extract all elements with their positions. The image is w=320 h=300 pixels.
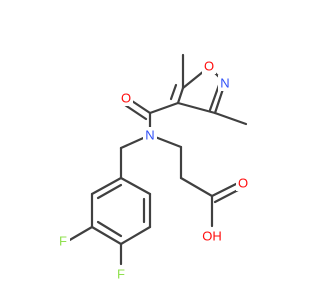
bond-acid-double-o	[210, 181, 240, 198]
amide-nitrogen-label: N	[145, 128, 154, 143]
bond-n2-c3-double	[208, 83, 221, 112]
bond-c4-carbonyl	[148, 101, 180, 115]
bond-ar-4	[90, 225, 123, 246]
bond-c-f-top	[66, 225, 94, 243]
bond-c3-methyl	[213, 111, 248, 126]
bond-c4-c5	[176, 86, 185, 105]
acid-hydroxyl-label: OH	[202, 229, 222, 244]
atom-labels: O N O N O OH F F	[56, 58, 250, 282]
ring-oxygen-label: O	[204, 59, 214, 74]
carbonyl-oxygen-label: O	[121, 91, 131, 106]
ring-nitrogen-label: N	[220, 76, 229, 91]
bond-c3-c4	[176, 101, 217, 115]
bond-carbonyl-o-double	[123, 103, 148, 121]
molecule-diagram: O N O N O OH F F	[56, 53, 250, 282]
bond-chain-2	[179, 176, 214, 198]
fluorine-top-label: F	[59, 234, 67, 249]
acid-carbonyl-oxygen-label: O	[238, 176, 248, 191]
bond-ar-inner-2	[96, 220, 123, 238]
bond-ar-inner-3	[96, 183, 123, 200]
fluorine-bottom-label: F	[117, 267, 125, 282]
bonds	[66, 53, 248, 266]
bond-c4-c5-double	[169, 83, 178, 101]
bond-ar-6	[90, 176, 123, 196]
bond-acid-double-o-2	[213, 187, 242, 204]
bond-ar-1	[119, 176, 152, 196]
bond-ar-3	[119, 225, 152, 246]
